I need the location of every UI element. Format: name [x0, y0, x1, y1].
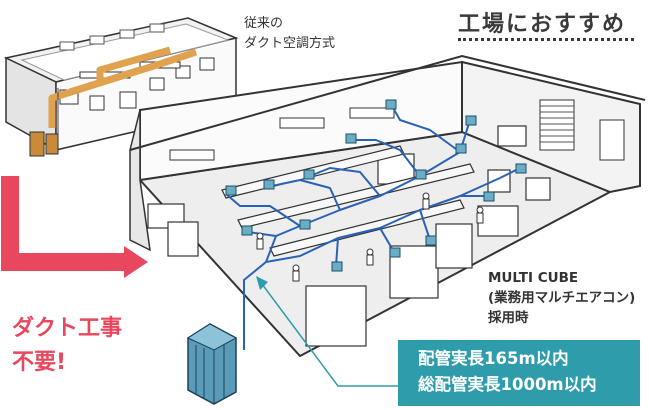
old-system-label: 従来の ダクト空調方式	[244, 14, 335, 54]
old-system-line2: ダクト空調方式	[244, 36, 336, 51]
title-divider	[458, 38, 634, 41]
multi-cube-label: MULTI CUBE (業務用マルチエアコン) 採用時	[488, 268, 635, 328]
red-arrow	[1, 176, 148, 278]
spec-line1: 配管実長165m以内	[418, 349, 569, 368]
piping-spec-box: 配管実長165m以内 総配管実長1000m以内	[398, 340, 640, 406]
new-factory	[129, 54, 646, 358]
no-duct-work-note: ダクト工事 不要!	[12, 312, 122, 380]
red-note-line1: ダクト工事	[12, 316, 123, 341]
old-duct-factory	[3, 17, 239, 157]
callout-line	[256, 276, 398, 387]
outdoor-unit	[186, 323, 238, 405]
multi-cube-line2: (業務用マルチエアコン)	[488, 290, 636, 306]
page-title: 工場におすすめ	[458, 12, 627, 37]
spec-line2: 総配管実長1000m以内	[418, 375, 597, 394]
red-note-line2: 不要!	[12, 350, 67, 375]
old-system-line1: 従来の	[244, 16, 284, 31]
multi-cube-line3: 採用時	[488, 310, 529, 326]
multi-cube-line1: MULTI CUBE	[488, 270, 579, 286]
